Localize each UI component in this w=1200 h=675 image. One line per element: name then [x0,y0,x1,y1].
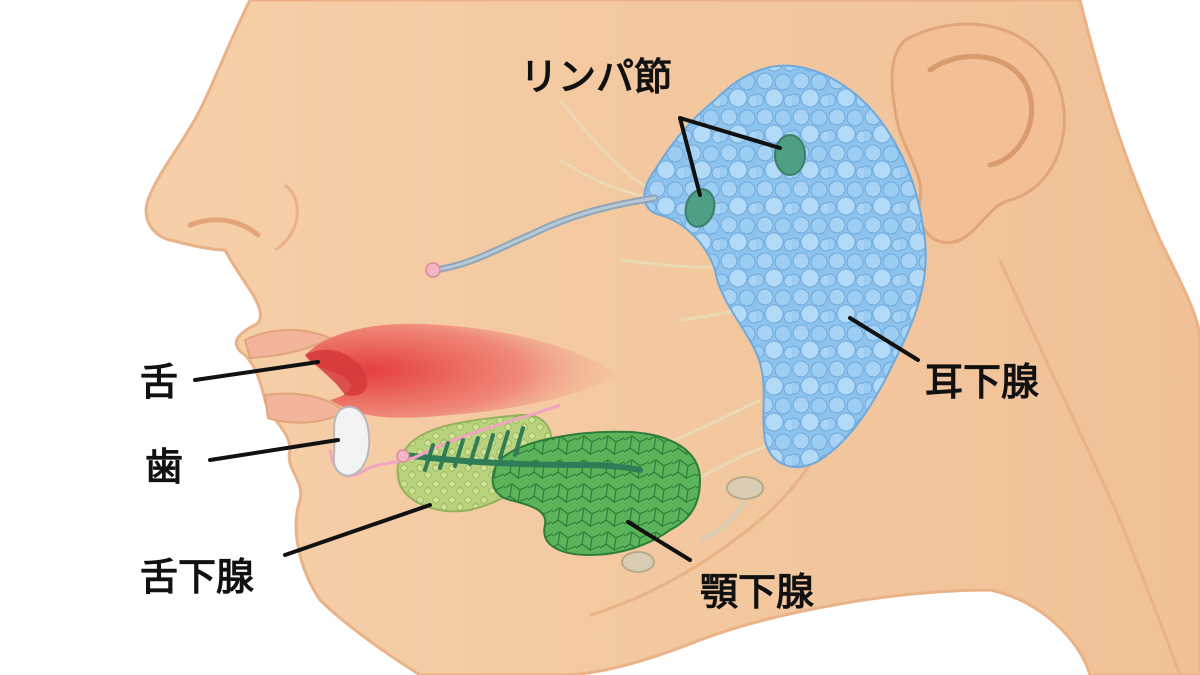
leader-lymph-node-a [678,116,702,197]
lymph-node-lower [684,188,716,228]
leader-submandibular [626,520,692,562]
label-tooth: 歯 [145,445,183,489]
label-submandibular-gland: 顎下腺 [700,570,815,614]
parotid-duct-opening [425,262,441,278]
lymph-vessel [699,499,747,542]
label-lymph-node: リンパ節 [520,55,672,99]
nostril [187,217,261,238]
leader-tongue [193,360,320,382]
sublingual-ducts [423,426,525,472]
leader-parotid [848,316,920,362]
sublingual-duct-opening [396,449,410,463]
ear-inner [927,53,1034,168]
lymph-node-upper [774,134,806,176]
leader-tooth [208,438,340,462]
cervical-lymph-node-1 [726,476,764,500]
upper-lip [243,329,333,360]
nose-wing [274,183,299,252]
cervical-lymph-node-2 [621,551,655,573]
submandibular-duct [402,452,643,473]
parotid-gland [643,64,927,469]
leader-sublingual [283,503,432,557]
leader-lymph-node-b [678,116,782,150]
tongue [305,323,620,418]
label-sublingual-gland: 舌下腺 [140,555,255,599]
label-tongue: 舌 [140,360,178,404]
leader-lines [193,116,920,562]
neck-contour [998,259,1182,675]
label-parotid-gland: 耳下腺 [925,360,1040,404]
tongue-tip [305,349,368,396]
